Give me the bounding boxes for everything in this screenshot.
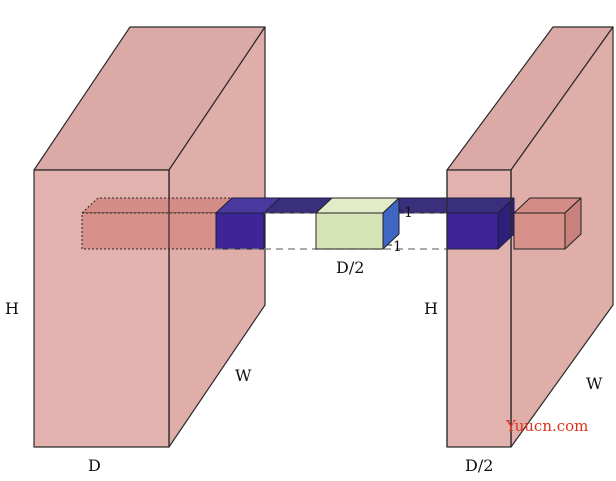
watermark-text: Yuucn.com [506,417,589,435]
center-depth-label: D/2 [336,258,365,277]
center-cube [315,197,400,250]
center-cube-side [382,197,400,250]
left-purple-top [215,197,281,214]
right-beam-front [513,212,566,250]
left-beam-front [81,212,217,250]
left-depth-label: D [88,456,101,475]
unit-bottom-label: 1 [393,239,402,255]
left-width-label: W [235,366,252,385]
right-height-label: H [424,299,438,318]
right-depth-label: D/2 [465,456,494,475]
right-beam-side [564,197,582,250]
unit-top-label: 1 [404,205,413,221]
right-width-label: W [586,374,603,393]
center-cube-front [315,212,384,250]
left-height-label: H [5,299,19,318]
right-purple-front [446,212,499,250]
left-purple-front [215,212,265,250]
left-beam-top [81,197,233,214]
